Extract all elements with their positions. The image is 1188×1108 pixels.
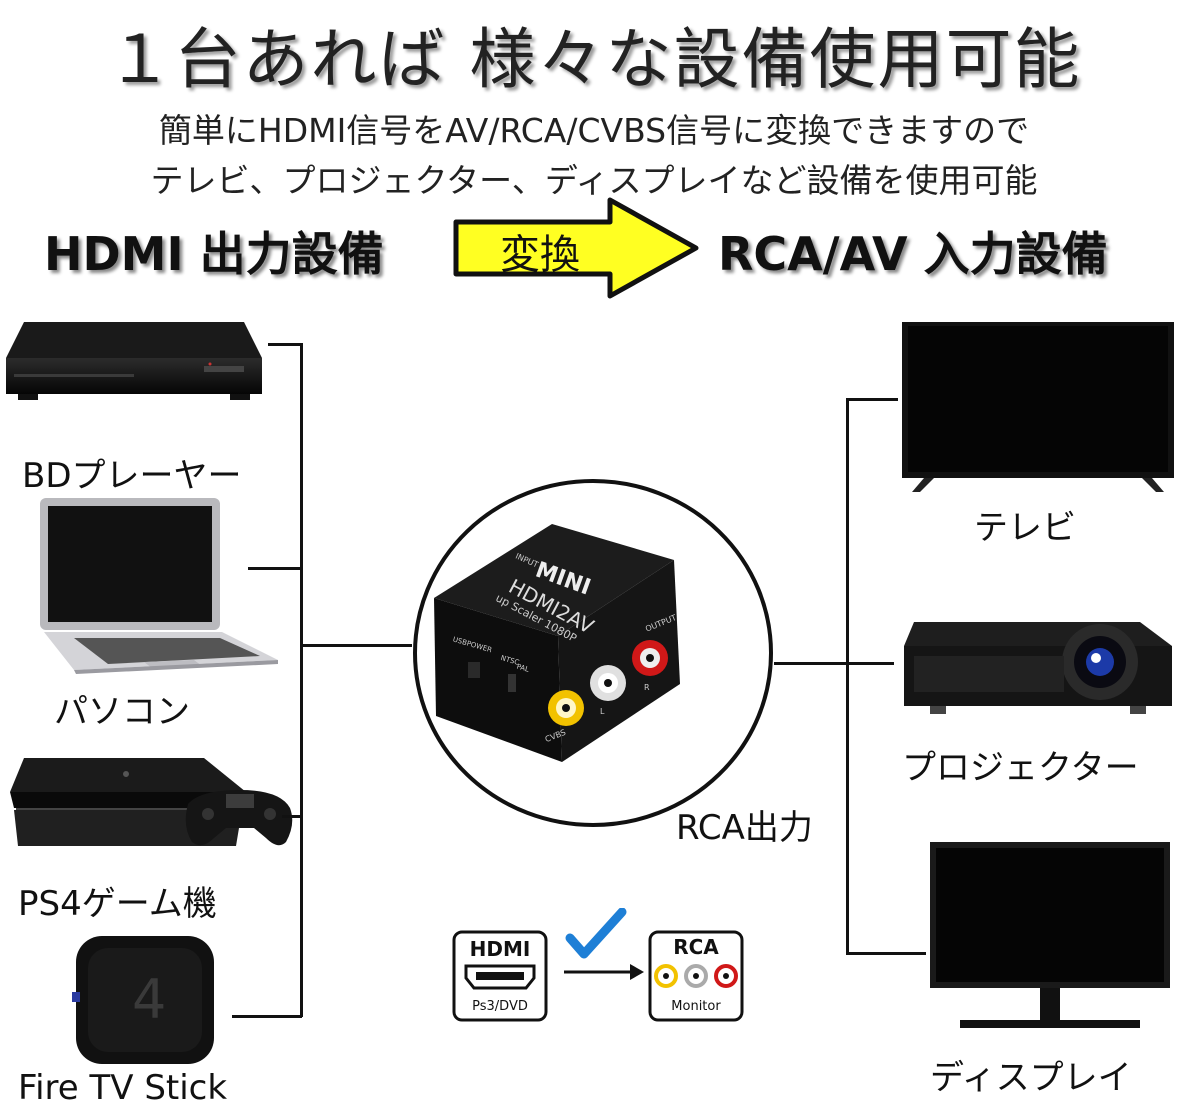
description-line-1: 簡単にHDMI信号をAV/RCA/CVBS信号に変換できますので — [158, 111, 1030, 150]
device-label-display: ディスプレイ — [930, 1058, 1132, 1098]
left-tick-3 — [282, 815, 302, 818]
device-label-ps4: PS4ゲーム機 — [18, 884, 217, 924]
rca-jacks-icon — [654, 964, 738, 988]
right-tick-3 — [846, 952, 926, 955]
right-bracket-line — [846, 398, 849, 954]
fire-tv-stick-image: 4 — [72, 936, 214, 1064]
right-connector — [774, 662, 894, 665]
ps4-image — [10, 758, 293, 846]
left-bracket-line — [300, 343, 303, 1017]
right-tick-1 — [846, 398, 898, 401]
target-label: RCA/AV 入力設備 — [718, 227, 1108, 281]
device-label-tv: テレビ — [974, 508, 1076, 548]
page-title: １台あれば 様々な設備使用可能 — [106, 21, 1082, 98]
converter-l: L — [600, 707, 605, 716]
left-tick-1 — [268, 343, 302, 346]
rca-title: RCA — [673, 935, 719, 959]
left-tick-4 — [232, 1015, 302, 1018]
convert-label: 変換 — [500, 232, 580, 278]
hdmi-title: HDMI — [470, 937, 531, 961]
source-label: HDMI 出力設備 — [44, 227, 384, 281]
arrow-right-icon — [564, 964, 644, 980]
hdmi-sub: Ps3/DVD — [472, 999, 528, 1014]
device-label-fire-tv: Fire TV Stick — [18, 1068, 228, 1108]
device-label-bd-player: BDプレーヤー — [22, 456, 242, 496]
signal-icons: HDMI Ps3/DVD RCA Monitor — [452, 908, 744, 1022]
device-label-projector: プロジェクター — [902, 748, 1139, 788]
tv-image — [902, 322, 1174, 492]
converter-r: R — [644, 683, 650, 692]
monitor-image — [930, 842, 1170, 1028]
svg-text:4: 4 — [132, 968, 166, 1031]
projector-image — [904, 622, 1172, 714]
check-icon — [565, 908, 627, 959]
left-connector — [300, 644, 412, 647]
description-line-2: テレビ、プロジェクター、ディスプレイなど設備を使用可能 — [150, 161, 1038, 200]
left-tick-2 — [248, 567, 302, 570]
laptop-image — [40, 498, 278, 674]
converter-image: MINI HDMI2AV up Scaler 1080P INPUT OUTPU… — [413, 479, 773, 827]
device-label-pc: パソコン — [54, 692, 190, 732]
convert-arrow-icon — [453, 197, 699, 299]
bd-player-image — [6, 322, 262, 400]
rca-output-label: RCA出力 — [676, 808, 813, 848]
converter-pal: PAL — [516, 663, 530, 674]
rca-sub: Monitor — [671, 999, 721, 1014]
hdmi-port-icon — [464, 964, 536, 990]
gamepad-icon — [185, 790, 293, 846]
